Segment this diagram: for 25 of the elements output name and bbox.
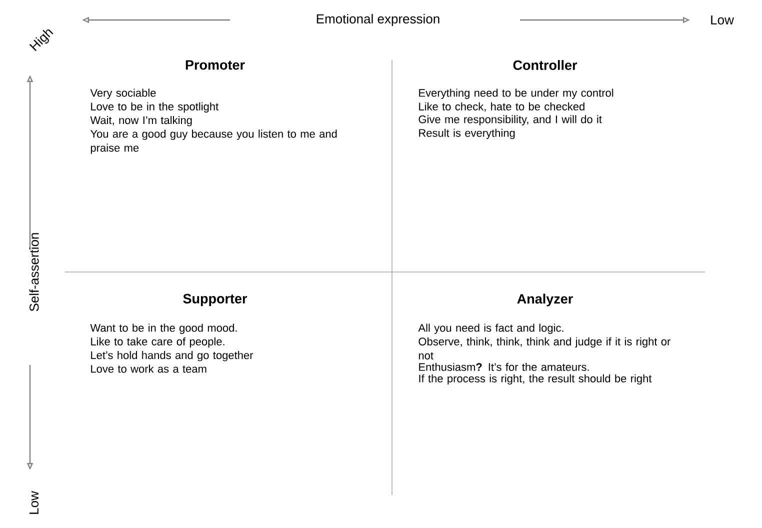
list-item: Result is everything [419, 128, 515, 140]
axis-label: Low [29, 491, 39, 514]
list-item: Observe, think, think, think and judge if it is right or not [418, 337, 670, 360]
list-item: You are a good guy because you listen to me and praise me [90, 130, 337, 154]
list-item: Like to check, hate to be checked [419, 102, 584, 112]
list-item: Let’s hold hands and go together [91, 351, 254, 362]
quadrant-heading: Analyzer [517, 294, 573, 306]
list-item: All you need is fact and logic. [418, 324, 564, 334]
axis-label: High [29, 29, 54, 52]
list-item: Want to be in the good mood. [90, 324, 237, 334]
axis-label: Low [711, 15, 734, 25]
axis-label: Self-assertion [29, 233, 39, 312]
list-item: If the process is right, the result should be right [419, 374, 652, 385]
list-item: Love to work as a team [91, 364, 206, 373]
quadrant-heading: Supporter [183, 294, 248, 306]
list-item: Love to be in the spotlight [91, 102, 219, 113]
quadrant-heading: Promoter [186, 60, 245, 70]
axis-label: Emotional expression [316, 14, 440, 26]
list-item: Very sociable [90, 88, 156, 99]
list-item: Give me responsibility, and I will do it [418, 115, 602, 126]
list-item: Everything need to be under my control [419, 88, 614, 99]
list-item: Like to take care of people. [91, 337, 224, 348]
list-item: Wait, now I’m talking [90, 116, 192, 126]
list-item: Enthusiasm? It’s for the amateurs. [419, 362, 589, 371]
quadrant-heading: Controller [513, 60, 578, 70]
